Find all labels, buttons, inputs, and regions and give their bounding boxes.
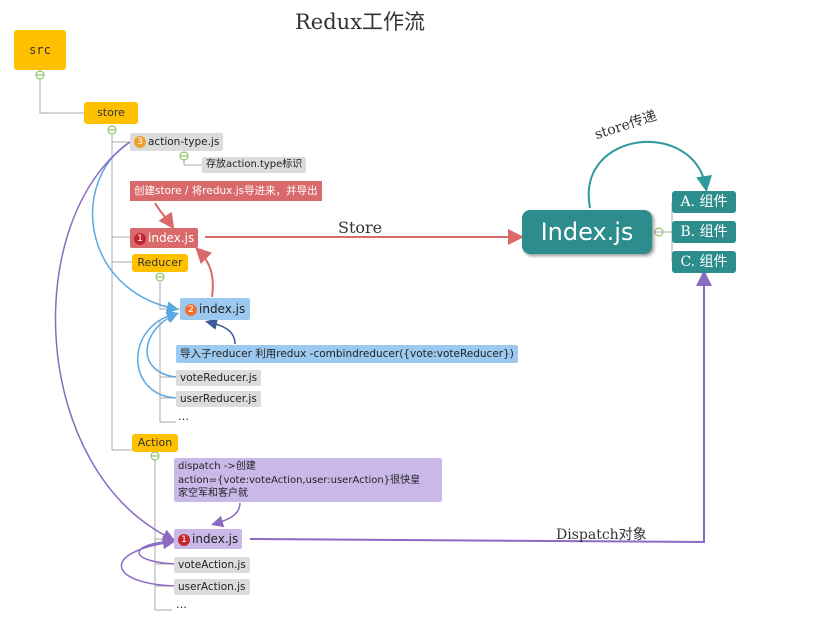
reducer-to-store-arrow: [195, 247, 214, 298]
action-index-label: index.js: [192, 532, 239, 546]
page-title: Redux工作流: [295, 10, 426, 34]
badge-1: 1: [134, 232, 146, 245]
vote-reducer-node: voteReducer.js: [176, 370, 262, 386]
user-reducer-node: userReducer.js: [176, 391, 261, 407]
src-node: src: [14, 30, 66, 70]
badge-1-action: 1: [178, 533, 190, 546]
reducer-note: 导入子reducer 利用redux -combindreducer({vote…: [176, 345, 518, 363]
vote-action-node: voteAction.js: [174, 557, 250, 573]
vote-action-arrow: [138, 535, 177, 565]
store-note-arrow: [154, 202, 175, 230]
action-more: …: [176, 598, 187, 611]
store-edge-label: Store: [338, 218, 383, 237]
user-action-arrow: [120, 537, 177, 587]
action-note-line-1: dispatch ->创建: [178, 461, 256, 472]
store-pass-arrow: [587, 140, 713, 209]
app-index-node: Index.js: [522, 210, 652, 254]
collapse-markers: [35, 70, 664, 461]
reducer-index-label: index.js: [199, 302, 246, 316]
store-node: store: [84, 102, 138, 124]
badge-2: 2: [185, 303, 197, 316]
dispatch-arrow: [249, 270, 712, 544]
action-type-note: 存放action.type标识: [202, 157, 307, 173]
vote-reducer-arrow: [146, 312, 179, 378]
user-action-node: userAction.js: [174, 579, 250, 595]
reducer-more: …: [178, 410, 189, 423]
reducer-note-arrow: [205, 318, 236, 345]
store-index-label: index.js: [148, 231, 195, 245]
action-type-to-reducer-arrow: [91, 141, 179, 314]
action-note: dispatch ->创建 action={vote:voteAction,us…: [174, 458, 442, 502]
action-note-line-3: 家空军和客户就: [178, 488, 248, 499]
action-node: Action: [132, 434, 178, 452]
badge-3: 3: [134, 136, 146, 148]
action-type-to-action-arrow: [54, 141, 175, 541]
user-reducer-arrow: [137, 310, 179, 399]
store-note: 创建store / 将redux.js导进来，并导出: [130, 181, 322, 201]
component-a: A. 组件: [672, 191, 736, 213]
action-note-line-2: action={vote:voteAction,user:userAction}…: [178, 474, 421, 486]
dispatch-edge-label: Dispatch对象: [556, 527, 647, 543]
component-b: B. 组件: [672, 221, 736, 243]
reducer-node: Reducer: [132, 254, 188, 272]
action-type-label: action-type.js: [148, 136, 220, 148]
action-note-arrow: [211, 502, 241, 528]
component-c: C. 组件: [672, 251, 736, 273]
